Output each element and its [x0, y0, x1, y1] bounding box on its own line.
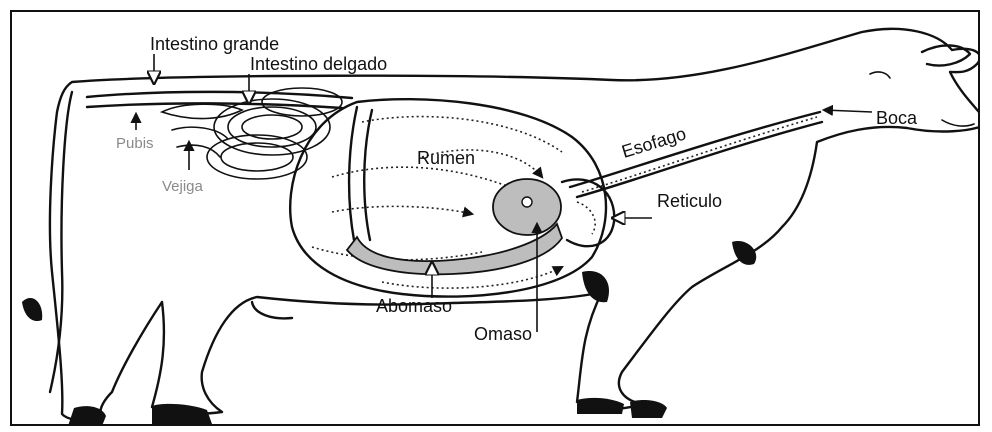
label-pubis: Pubis — [116, 135, 154, 152]
diagram-frame: Intestino grande Intestino delgado Pubis… — [10, 10, 980, 426]
label-reticulo: Reticulo — [657, 191, 722, 211]
label-abomaso: Abomaso — [376, 296, 452, 316]
label-intestino-delgado: Intestino delgado — [250, 54, 387, 74]
label-omaso: Omaso — [474, 324, 532, 344]
cow-digestive-system-diagram: Intestino grande Intestino delgado Pubis… — [12, 12, 980, 426]
label-boca: Boca — [876, 108, 918, 128]
label-vejiga: Vejiga — [162, 178, 204, 195]
cow-outline — [22, 29, 980, 426]
label-rumen: Rumen — [417, 148, 475, 168]
label-esofago: Esofago — [619, 123, 688, 161]
label-intestino-grande: Intestino grande — [150, 34, 279, 54]
